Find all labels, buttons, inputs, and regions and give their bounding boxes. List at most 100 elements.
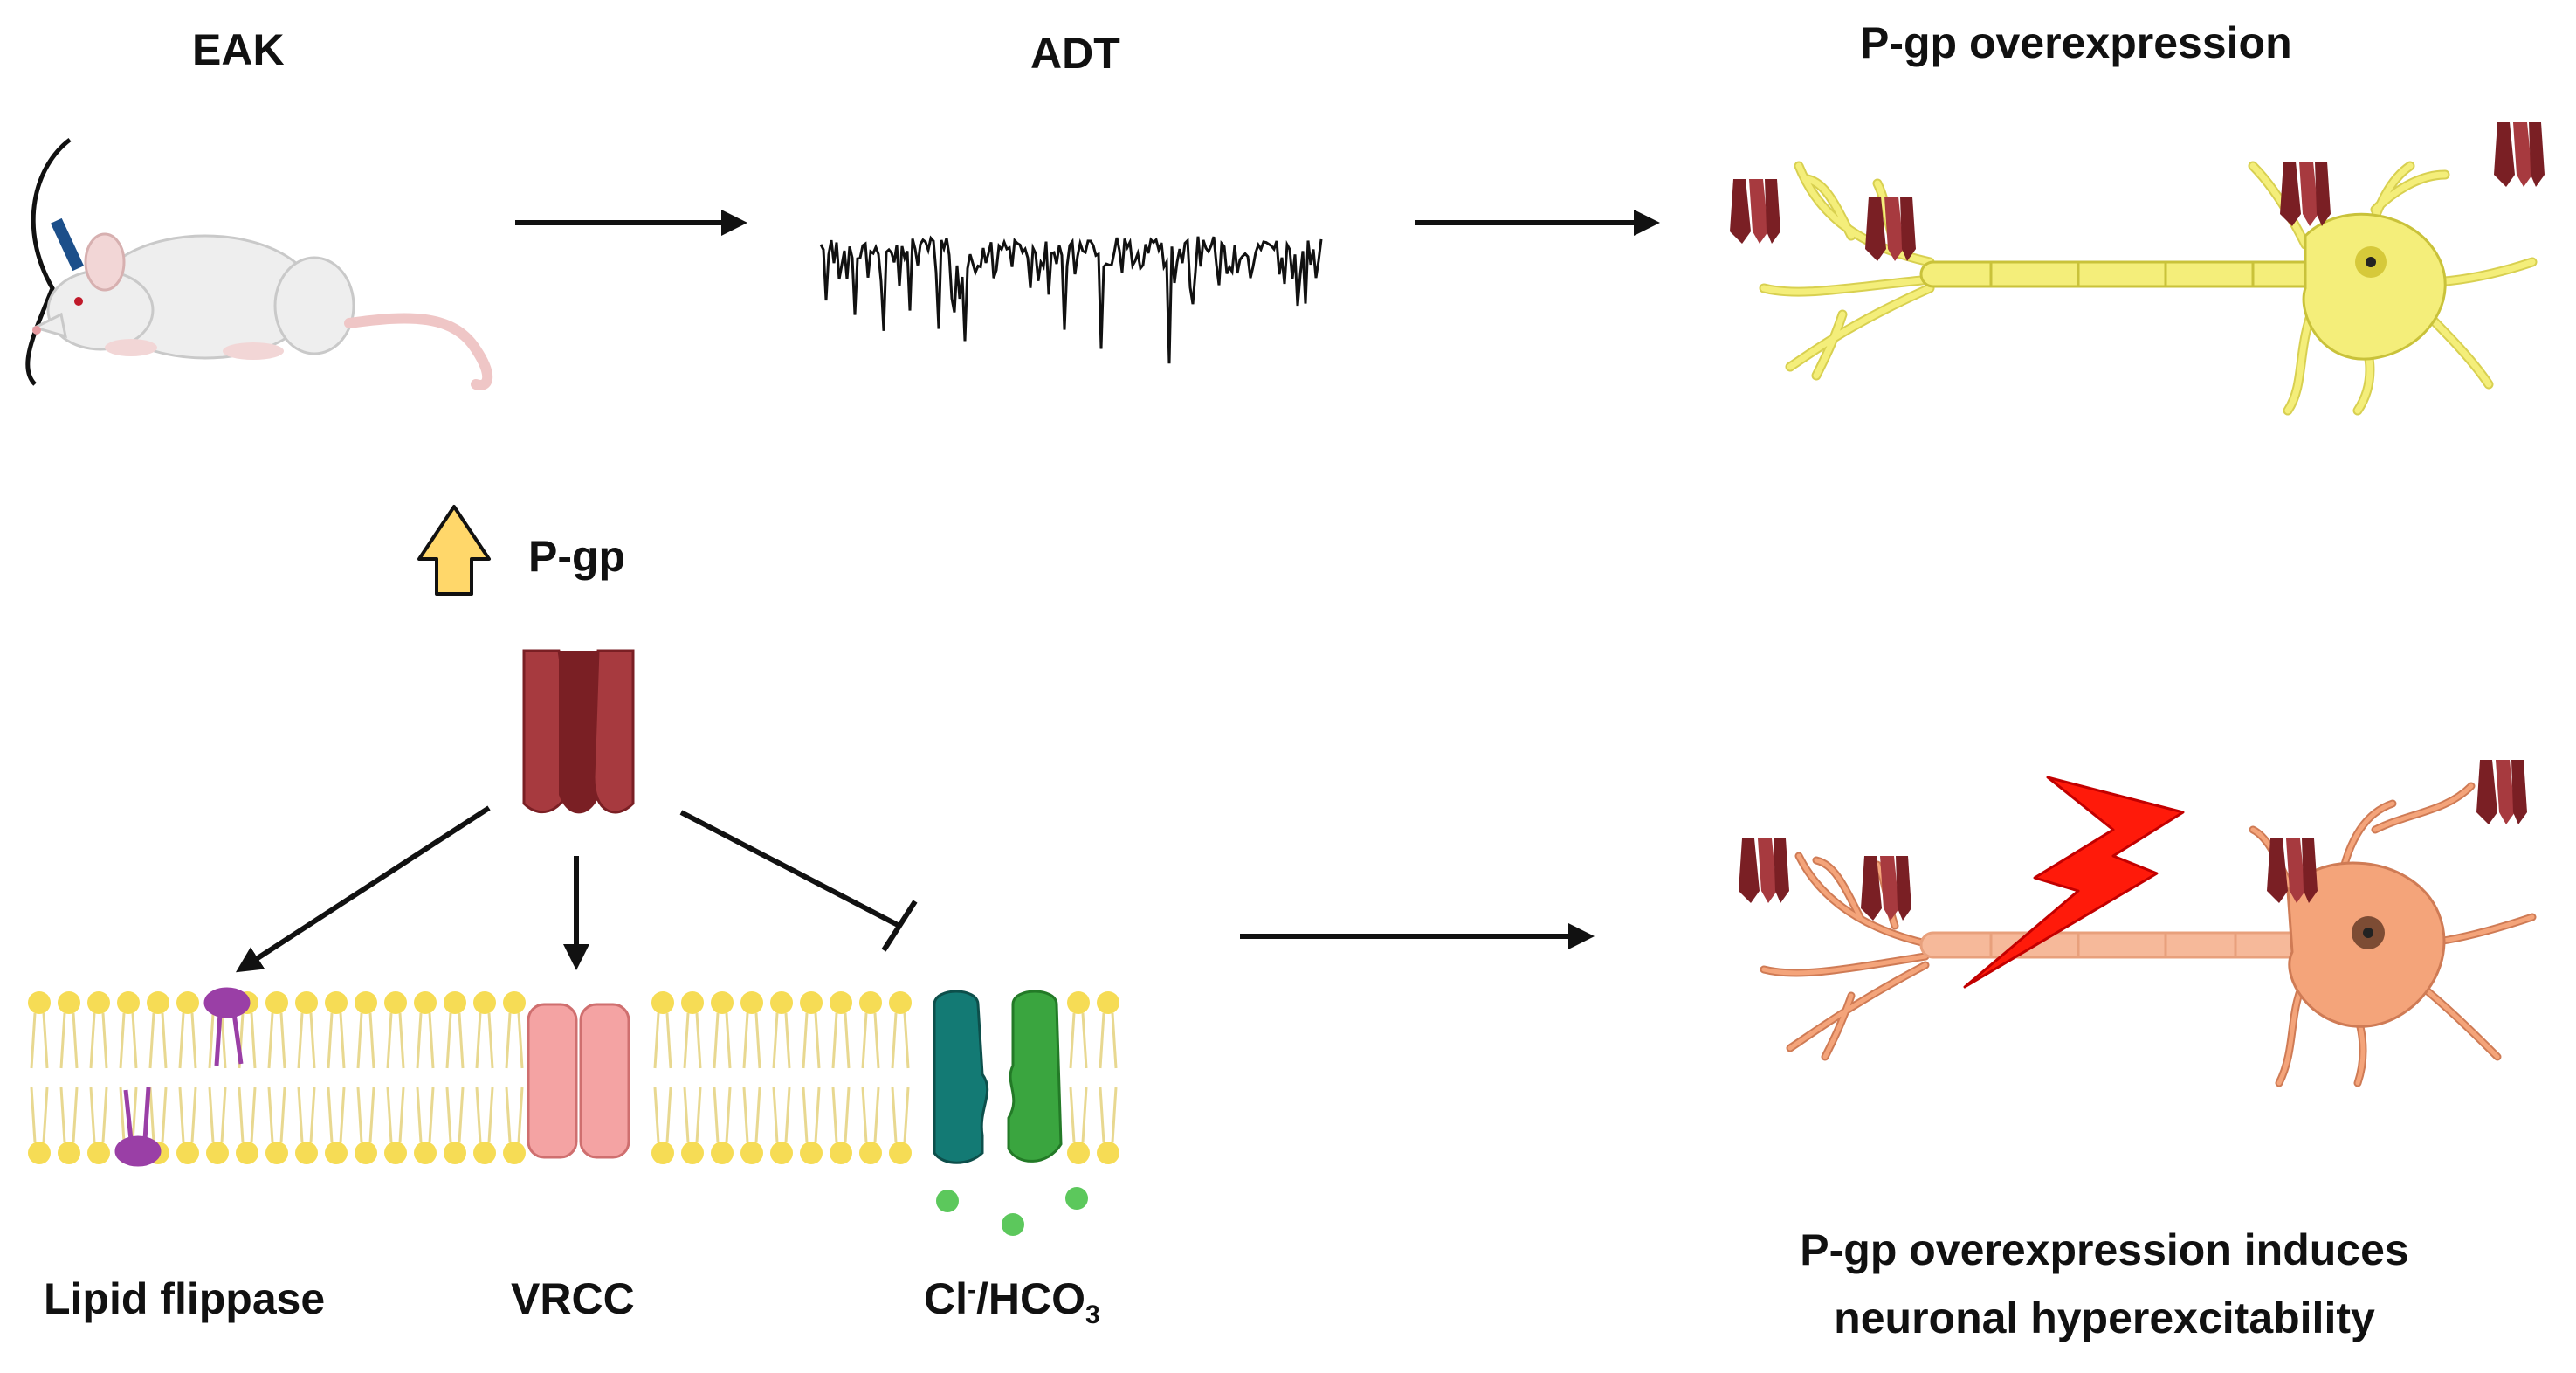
lipid-head bbox=[87, 991, 110, 1014]
lightning-icon bbox=[1963, 776, 2185, 989]
lipid-tail bbox=[327, 1087, 334, 1143]
lipid-tail bbox=[844, 1087, 851, 1143]
lipid-tail bbox=[861, 1012, 868, 1069]
lipid-tail bbox=[368, 1087, 375, 1143]
lipid-head bbox=[87, 1142, 110, 1164]
lipid-tail bbox=[784, 1087, 791, 1143]
lipid-tail bbox=[742, 1012, 749, 1069]
label-eak: EAK bbox=[192, 25, 285, 74]
lipid-tail bbox=[250, 1012, 257, 1069]
label-cl-hco3: Cl-/HCO3 bbox=[924, 1273, 1100, 1330]
lipid-tail bbox=[208, 1087, 215, 1143]
lipid-head bbox=[830, 1142, 852, 1164]
lipid-tail bbox=[814, 1012, 821, 1069]
lipid-head bbox=[889, 991, 912, 1014]
lipid-head bbox=[384, 991, 407, 1014]
conclusion-line-2: neuronal hyperexcitability bbox=[1834, 1294, 2375, 1342]
arrow-to-flippase bbox=[235, 805, 491, 973]
lipid-tail bbox=[653, 1012, 660, 1069]
lipid-head bbox=[384, 1142, 407, 1164]
lipid-tail bbox=[475, 1012, 482, 1069]
lipid-tail bbox=[119, 1012, 126, 1069]
lipid-tail bbox=[505, 1087, 512, 1143]
lipid-head bbox=[651, 1142, 674, 1164]
lipid-tail bbox=[220, 1012, 227, 1069]
lipid-tail bbox=[1111, 1087, 1118, 1143]
lipid-head bbox=[711, 1142, 734, 1164]
label-vrcc: VRCC bbox=[511, 1274, 635, 1323]
lipid-tail bbox=[772, 1012, 779, 1069]
lipid-tail bbox=[72, 1087, 79, 1143]
flippase-icon bbox=[114, 987, 251, 1167]
lipid-tail bbox=[178, 1087, 185, 1143]
lipid-head bbox=[1067, 991, 1090, 1014]
lipid-tail bbox=[101, 1087, 108, 1143]
lipid-tail bbox=[665, 1087, 672, 1143]
label-pgp-overexpression: P-gp overexpression bbox=[1860, 18, 2292, 67]
lipid-tail bbox=[683, 1012, 690, 1069]
lipid-tail bbox=[873, 1012, 880, 1069]
lipid-tail bbox=[487, 1012, 494, 1069]
lipid-tail bbox=[831, 1012, 838, 1069]
lipid-tail bbox=[190, 1012, 197, 1069]
lipid-tail bbox=[844, 1012, 851, 1069]
lipid-tail bbox=[42, 1012, 49, 1069]
lipid-tail bbox=[1069, 1012, 1076, 1069]
lipid-tail bbox=[101, 1012, 108, 1069]
label-pgp: P-gp bbox=[528, 532, 626, 581]
lipid-tail bbox=[445, 1012, 452, 1069]
lipid-tail bbox=[30, 1012, 37, 1069]
lipid-tail bbox=[339, 1087, 346, 1143]
lipid-tail bbox=[754, 1087, 761, 1143]
lipid-head bbox=[473, 991, 496, 1014]
lipid-head bbox=[355, 1142, 377, 1164]
lipid-tail bbox=[238, 1087, 245, 1143]
lipid-tail bbox=[416, 1012, 423, 1069]
lipid-head bbox=[58, 1142, 80, 1164]
lipid-tail bbox=[161, 1012, 168, 1069]
lipid-head bbox=[206, 1142, 229, 1164]
lipid-head bbox=[295, 1142, 318, 1164]
lipid-tail bbox=[279, 1087, 286, 1143]
lipid-head bbox=[414, 991, 437, 1014]
conclusion-text: P-gp overexpression induces neuronal hyp… bbox=[1685, 1216, 2524, 1352]
lipid-tail bbox=[802, 1087, 809, 1143]
vrcc-channel-icon bbox=[527, 1003, 630, 1159]
lipid-tail bbox=[386, 1012, 393, 1069]
lipid-tail bbox=[861, 1087, 868, 1143]
lipid-head bbox=[265, 1142, 288, 1164]
lipid-head bbox=[325, 991, 348, 1014]
lipid-head bbox=[355, 991, 377, 1014]
lipid-tail bbox=[695, 1012, 702, 1069]
ion-dots bbox=[936, 1187, 1088, 1236]
lipid-tail bbox=[1099, 1087, 1105, 1143]
lipid-head bbox=[325, 1142, 348, 1164]
label-hco: /HCO bbox=[976, 1274, 1085, 1323]
lipid-tail bbox=[1069, 1087, 1076, 1143]
conclusion-line-1: P-gp overexpression induces bbox=[1800, 1225, 2409, 1274]
lipid-head bbox=[1097, 991, 1119, 1014]
lipid-tail bbox=[802, 1012, 809, 1069]
lipid-head bbox=[28, 1142, 51, 1164]
lipid-head bbox=[740, 1142, 763, 1164]
lipid-tail bbox=[398, 1012, 405, 1069]
lipid-tail bbox=[725, 1087, 732, 1143]
lipid-head bbox=[147, 991, 169, 1014]
lipid-tail bbox=[725, 1012, 732, 1069]
neuron-icon bbox=[1739, 760, 2537, 1087]
lipid-tail bbox=[903, 1087, 910, 1143]
lipid-tail bbox=[1081, 1012, 1088, 1069]
lipid-tail bbox=[279, 1012, 286, 1069]
lipid-tail bbox=[831, 1087, 838, 1143]
label-cl-sup: - bbox=[968, 1275, 976, 1305]
lipid-tail bbox=[59, 1087, 66, 1143]
lipid-tail bbox=[190, 1087, 197, 1143]
lipid-bilayer bbox=[28, 991, 1119, 1164]
lipid-tail bbox=[148, 1087, 155, 1143]
pgp-transporter-icon bbox=[522, 649, 635, 814]
lipid-head bbox=[58, 991, 80, 1014]
lipid-tail bbox=[653, 1087, 660, 1143]
lipid-head bbox=[265, 991, 288, 1014]
